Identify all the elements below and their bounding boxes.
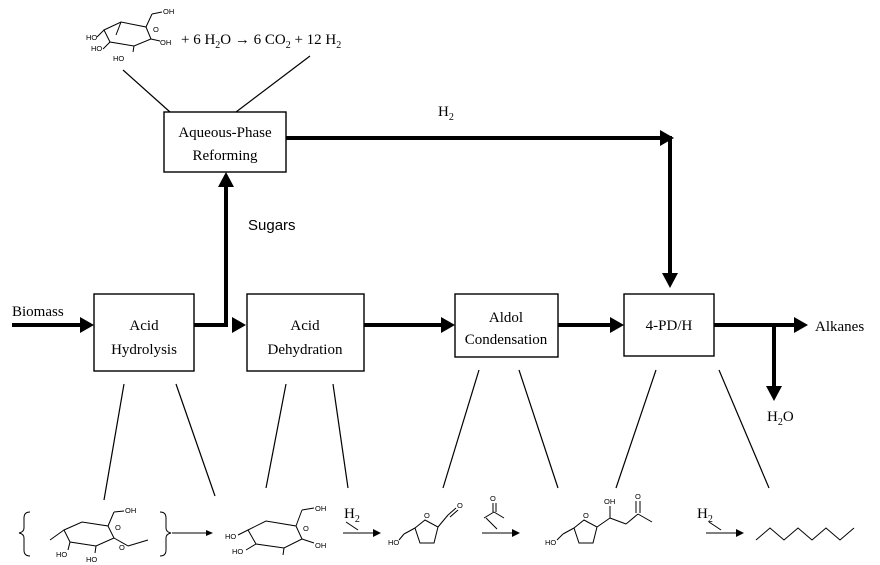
oh-label: OH [315,541,326,550]
glucose-connector-line [122,69,171,113]
acid-dehydration-box: Acid Dehydration [246,293,365,372]
acid-hydrolysis-box: Acid Hydrolysis [93,293,195,372]
biomass-arrow [12,317,94,333]
ring-oxygen-label: O [119,543,125,552]
cellulose-structure: OH O O HO HO [18,506,172,564]
svg-text:Acid: Acid [129,318,159,334]
sugars-arrow [194,172,246,333]
hydrogen-label: H2 [438,104,454,123]
ho-label: HO [86,33,97,42]
aqueous-phase-reforming-box: Aqueous-Phase Reforming [163,111,287,173]
ho-label: HO [225,532,236,541]
hydrolysis-reaction-arrow [172,530,213,536]
aldol-condensation-box: Aldol Condensation [454,293,559,358]
ring-oxygen-label: O [115,523,121,532]
connector-lines [103,369,770,501]
equation-connector-line [235,55,311,113]
alkanes-arrow [714,317,808,333]
svg-text:Aldol: Aldol [489,310,523,326]
svg-text:4-PD/H: 4-PD/H [646,318,693,334]
svg-text:Dehydration: Dehydration [268,342,343,358]
alkane-chain-structure [755,527,855,541]
ring-oxygen-label: O [583,511,589,520]
svg-text:Hydrolysis: Hydrolysis [111,342,177,358]
aldol-adduct-structure: HO O OH O [545,492,653,547]
glucose-structure-bottom: OH O HO HO OH [225,504,326,556]
ho-label: HO [56,550,67,559]
oh-label: OH [315,504,326,513]
oh-label: OH [163,7,174,16]
water-label: H2O [767,409,794,428]
hmf-structure: HO O O [388,501,463,547]
ho-label: HO [545,538,556,547]
ho-label: HO [86,555,97,564]
svg-text:Aqueous-Phase: Aqueous-Phase [178,125,272,141]
oh-label: OH [125,506,136,515]
carbonyl-oxygen-label: O [635,492,641,501]
ring-oxygen-label: O [303,524,309,533]
ho-label: HO [91,44,102,53]
ho-label: HO [388,538,399,547]
oh-label: OH [160,38,171,47]
h2-reaction-arrow-2 [706,521,744,537]
biomass-label: Biomass [12,304,64,320]
svg-text:Condensation: Condensation [465,332,548,348]
ring-oxygen-label: O [153,25,159,34]
h2-label: H2 [697,506,713,525]
carbonyl-oxygen-label: O [490,494,496,503]
svg-text:Reforming: Reforming [193,148,258,164]
h2-reaction-arrow-1 [343,521,381,537]
reforming-equation: + 6 H2O → 6 CO2 + 12 H2 [181,32,341,51]
acetone-reaction-arrow: O [482,494,520,537]
svg-text:Acid: Acid [290,318,320,334]
h2-label: H2 [344,506,360,525]
hydrogen-recycle-arrow [286,130,678,288]
ring-oxygen-label: O [424,511,430,520]
carbonyl-oxygen-label: O [457,501,463,510]
glucose-structure-top: OH HO HO HO O OH [86,7,174,63]
sugars-label: Sugars [248,217,296,234]
dehydration-to-aldol-arrow [364,317,455,333]
alkanes-label: Alkanes [815,319,864,335]
aldol-to-pdh-arrow [558,317,624,333]
water-arrow [766,325,782,401]
ho-label: HO [232,547,243,556]
pd-h-box: 4-PD/H [623,293,715,357]
oh-label: OH [604,497,615,506]
ho-label: HO [113,54,124,63]
